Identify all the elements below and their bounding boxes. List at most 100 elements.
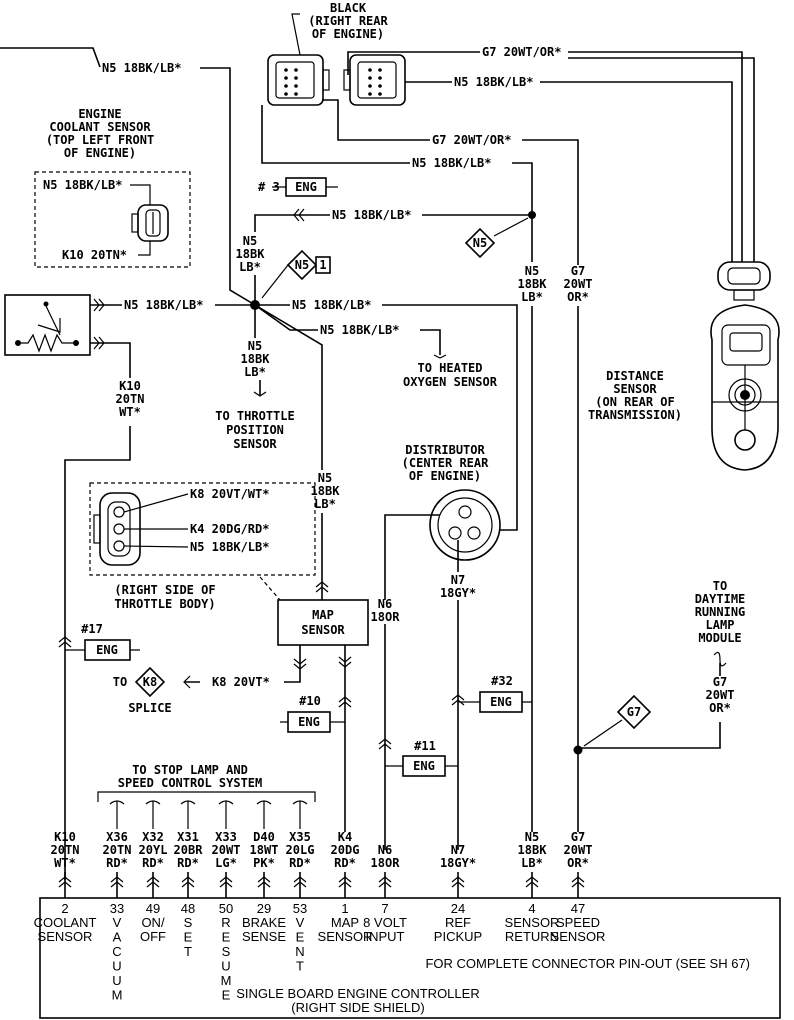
pin-label: BRAKE (242, 915, 286, 930)
pin-label: U (112, 973, 121, 988)
pin-label: RETURN (505, 929, 559, 944)
throttle-body-label: (RIGHT SIDE OF (114, 583, 215, 597)
map-sensor-label: SENSOR (301, 623, 345, 637)
pin-label: OFF (140, 929, 166, 944)
svg-text:G7: G7 (627, 705, 641, 719)
wire-label: G7 (571, 830, 585, 844)
pin-label: V (113, 915, 122, 930)
wire-label: RD* (289, 856, 311, 870)
wire-label: 20TN (116, 392, 145, 406)
mating-connector (343, 54, 406, 106)
wire-label: K10 (119, 379, 141, 393)
eng-ref-11: #11 ENG (385, 739, 458, 777)
distributor-label: (CENTER REAR (402, 456, 489, 470)
controller-title: SINGLE BOARD ENGINE CONTROLLER (236, 986, 479, 1001)
pin-label: MAP (331, 915, 359, 930)
wire-label: G7 (713, 675, 727, 689)
drl-label: RUNNING (695, 605, 746, 619)
pin-number: 47 (571, 901, 585, 916)
wire-label: G7 (571, 264, 585, 278)
wire-label: 20TN (51, 843, 80, 857)
bottom-wire-group: K1020TNWT*X3620TNRD*X3220YLRD*X3120BRRD*… (51, 800, 593, 898)
wire-label: D40 (253, 830, 275, 844)
pin-number: 1 (341, 901, 348, 916)
wire-label: 20DG (331, 843, 360, 857)
engine-controller-box (39, 897, 781, 1019)
drl-label: MODULE (698, 631, 741, 645)
coolant-sensor-box (34, 171, 191, 268)
wire-label: N5 (248, 339, 262, 353)
pinout-note: FOR COMPLETE CONNECTOR PIN-OUT (SEE SH 6… (425, 956, 750, 971)
pin-label: SENSE (242, 929, 286, 944)
k8-splice-diamond: K8 (134, 666, 166, 698)
coolant-sensor-title: OF ENGINE) (64, 146, 136, 160)
svg-text:#17: #17 (81, 622, 103, 636)
coolant-sensor-title: COOLANT SENSOR (49, 120, 151, 134)
drl-label: LAMP (706, 618, 735, 632)
svg-text:N5: N5 (473, 236, 487, 250)
pin-label: T (184, 944, 192, 959)
n5-diamond: N5 (464, 217, 529, 259)
pin-label: REF (445, 915, 471, 930)
pin-label: E (296, 930, 305, 945)
to-tps-label: SENSOR (233, 437, 277, 451)
svg-text:ENG: ENG (298, 715, 320, 729)
eng-ref-32: #32 ENG (458, 674, 532, 713)
wire-label: X32 (142, 830, 164, 844)
wire-n5-left (0, 47, 101, 68)
wire-label: WT* (54, 856, 76, 870)
wire-pigtail (180, 800, 196, 829)
wire-label: G7 20WT/OR* (482, 45, 561, 59)
throttle-body-label: THROTTLE BODY) (114, 597, 215, 611)
wire-label: LG* (215, 856, 237, 870)
pin-number: 2 (61, 901, 68, 916)
wire-label: N5 (318, 471, 332, 485)
svg-text:#10: #10 (299, 694, 321, 708)
wire-label: N5 18BK/LB* (454, 75, 533, 89)
wire-label: N5 18BK/LB* (43, 178, 122, 192)
wire-label: OR* (709, 701, 731, 715)
wire-label: 20TN (103, 843, 132, 857)
eng-ground-box (285, 177, 327, 197)
wire-label: 18GY* (440, 856, 476, 870)
pin-label: 8 VOLT (363, 915, 407, 930)
eng-ref-17: #17 ENG (65, 622, 140, 661)
map-sensor-box (277, 599, 369, 646)
wire-label: K4 (338, 830, 352, 844)
stop-lamp-bracket (97, 791, 316, 802)
wire-label: OR* (567, 856, 589, 870)
pin-number: 4 (528, 901, 535, 916)
wire-label: RD* (106, 856, 128, 870)
to-heated-o2-label: OXYGEN SENSOR (403, 375, 498, 389)
black-connector-label: (RIGHT REAR (308, 14, 388, 28)
pin-number: 53 (293, 901, 307, 916)
wire-label: OR* (567, 290, 589, 304)
map-sensor-label: MAP (312, 608, 334, 622)
to-tps-label: POSITION (226, 423, 284, 437)
svg-text:K8: K8 (143, 675, 157, 689)
distance-sensor-label: DISTANCE (606, 369, 664, 383)
wire-label: RD* (334, 856, 356, 870)
wire-label: N5 18BK/LB* (332, 208, 411, 222)
wire-n5-mid (261, 105, 533, 262)
distributor-connector (429, 489, 501, 561)
pin-label: SENSOR (505, 915, 560, 930)
wire-label: N5 (525, 264, 539, 278)
pin-label: SENSOR (318, 929, 373, 944)
pin-label: E (184, 930, 193, 945)
wire-label: 20WT (564, 277, 593, 291)
wire-label: N7 (451, 843, 465, 857)
pin-label: S (184, 915, 193, 930)
wire-label: K4 20DG/RD* (190, 522, 269, 536)
wire-label: LB* (314, 497, 336, 511)
controller-title: (RIGHT SIDE SHIELD) (291, 1000, 424, 1015)
wire-label: 18OR (371, 610, 401, 624)
splice-label: SPLICE (128, 701, 171, 715)
wire-label: 20WT (564, 843, 593, 857)
controller-pins: 2COOLANTSENSOR33VACUUM49ON/OFF48SET50RES… (34, 901, 606, 1003)
wire-pigtail (145, 800, 161, 829)
wire-g7-mid (322, 99, 579, 265)
coolant-sensor-title: (TOP LEFT FRONT (46, 133, 154, 147)
pin-label: R (221, 915, 230, 930)
wire-n5-right-b (254, 304, 441, 355)
